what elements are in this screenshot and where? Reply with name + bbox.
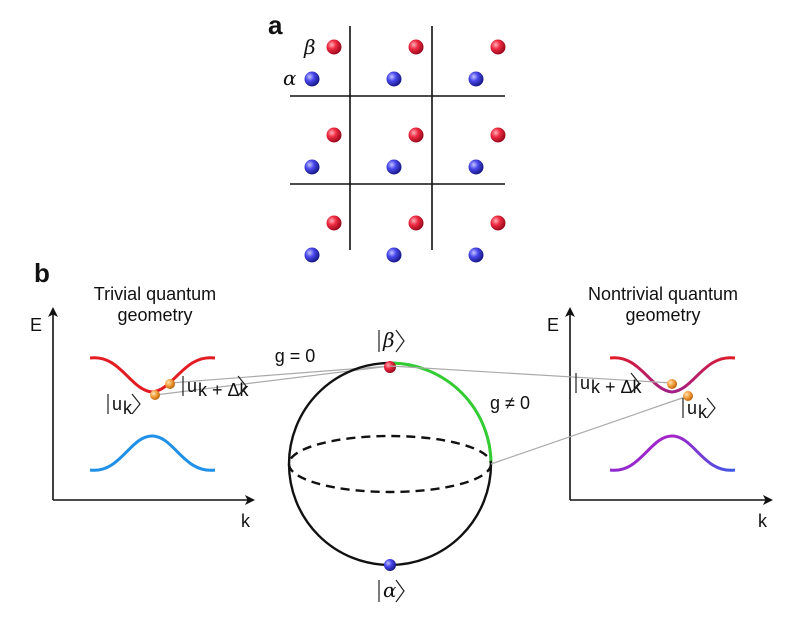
beta-atom — [326, 39, 342, 55]
beta-atom — [490, 215, 506, 231]
nontrivial-geometry-plot: Nontrivial quantum geometry E k u k + Δk — [389, 284, 773, 531]
state-uk-trivial — [150, 390, 160, 400]
svg-text:u: u — [687, 398, 697, 418]
bloch-sphere: β α g ≠ 0 — [287, 328, 530, 603]
energy-axis-label-right: E — [547, 315, 559, 335]
trivial-geometry-plot: Trivial quantum geometry E k u k — [30, 284, 391, 531]
upper-band-nontrivial — [609, 356, 736, 394]
momentum-axis-label-right: k — [758, 511, 768, 531]
svg-text:u: u — [187, 376, 197, 396]
momentum-axis-label: k — [241, 511, 251, 531]
state-ukdk-trivial — [165, 379, 175, 389]
alpha-atom — [386, 71, 402, 87]
lattice-atoms — [304, 39, 506, 263]
beta-atom — [408, 39, 424, 55]
g-nonzero-label: g ≠ 0 — [490, 393, 530, 413]
svg-text:k + Δk: k + Δk — [591, 377, 643, 397]
alpha-atom — [304, 247, 320, 263]
svg-text:k: k — [123, 398, 133, 418]
g-zero-label: g = 0 — [275, 346, 316, 366]
alpha-site-label: α — [283, 66, 297, 90]
beta-atom — [408, 215, 424, 231]
geodesic-arc — [389, 361, 493, 465]
svg-text:u: u — [580, 373, 590, 393]
nontrivial-title-line2: geometry — [625, 305, 700, 325]
alpha-atom — [468, 71, 484, 87]
lower-band-trivial — [89, 434, 216, 472]
svg-text:β: β — [382, 328, 395, 352]
alpha-atom — [304, 71, 320, 87]
trivial-title-line2: geometry — [117, 305, 192, 325]
beta-atom — [490, 39, 506, 55]
state-ukdk-nontrivial — [667, 379, 677, 389]
alpha-atom — [386, 159, 402, 175]
beta-atom — [326, 127, 342, 143]
connector-right-lower — [490, 395, 689, 465]
state-uk-nontrivial — [683, 391, 693, 401]
ket-uk-trivial: u k — [107, 393, 141, 418]
beta-atom — [490, 127, 506, 143]
panel-a-label: a — [268, 10, 283, 40]
ket-uk-nontrivial: u k — [682, 397, 716, 422]
alpha-atom — [468, 247, 484, 263]
trivial-title-line1: Trivial quantum — [94, 284, 216, 304]
nontrivial-title-line1: Nontrivial quantum — [588, 284, 738, 304]
beta-atom — [408, 127, 424, 143]
alpha-atom — [386, 247, 402, 263]
lattice-grid — [290, 26, 505, 250]
alpha-atom — [468, 159, 484, 175]
beta-site-label: β — [303, 35, 316, 59]
svg-text:α: α — [383, 578, 397, 602]
panel-a: a β α — [268, 10, 506, 263]
connector-right-upper — [389, 365, 673, 384]
svg-text:k: k — [698, 402, 708, 422]
ket-beta: β — [378, 328, 405, 353]
beta-atom — [326, 215, 342, 231]
ket-ukdk-trivial: u k + Δk — [182, 375, 250, 400]
svg-text:k + Δk: k + Δk — [198, 380, 250, 400]
ket-ukdk-nontrivial: u k + Δk — [575, 372, 643, 397]
panel-b-label: b — [34, 258, 50, 288]
lower-band-nontrivial — [609, 434, 736, 472]
beta-pole-state — [384, 361, 396, 373]
alpha-atom — [304, 159, 320, 175]
ket-alpha: α — [378, 578, 405, 603]
panel-b: b Trivial quantum geometry E k u k — [30, 258, 773, 603]
sphere-equator — [287, 434, 493, 494]
energy-axis-label: E — [30, 315, 42, 335]
alpha-pole-state — [384, 559, 396, 571]
svg-text:u: u — [112, 394, 122, 414]
